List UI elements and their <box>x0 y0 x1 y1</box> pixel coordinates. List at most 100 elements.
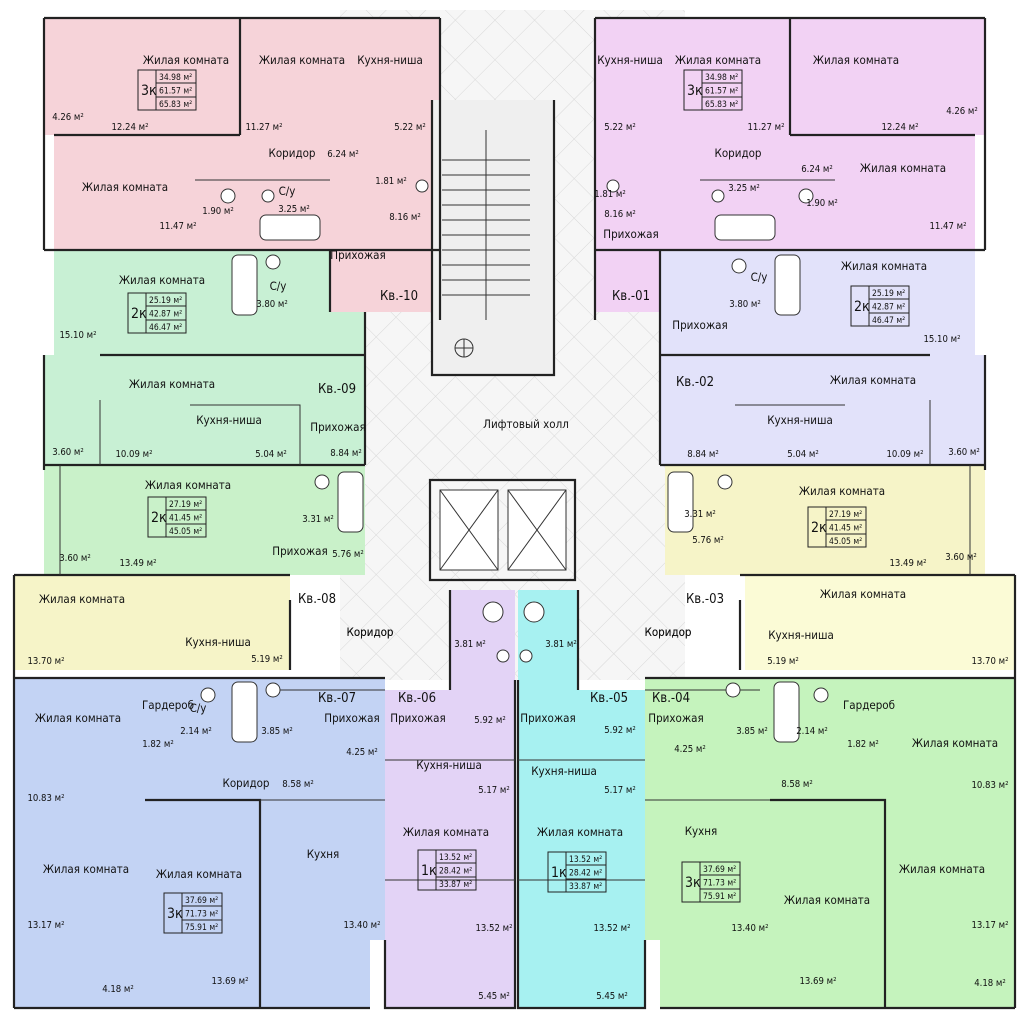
summary-area: 34.98 м² <box>705 73 738 83</box>
zone-kv-09 <box>44 250 365 465</box>
lift-hall-label: Лифтовый холл <box>483 417 569 431</box>
room-label: Кухня <box>307 847 340 861</box>
room-label: Прихожая <box>330 248 385 262</box>
summary-box-lines <box>868 286 909 326</box>
apartment-tag: Кв.-03 <box>686 592 724 607</box>
room-area: 6.24 м² <box>801 164 833 175</box>
room-count: 3к <box>141 83 157 99</box>
room-area: 3.60 м² <box>948 447 980 458</box>
room-count: 3к <box>687 83 703 99</box>
summary-box <box>147 496 207 538</box>
room-label: Жилая комната <box>860 161 946 175</box>
summary-area: 45.05 м² <box>829 537 862 547</box>
summary-area: 25.19 м² <box>149 296 182 306</box>
summary-box <box>163 892 223 934</box>
room-label: Жилая комната <box>43 862 129 876</box>
room-label: С/у <box>279 184 296 198</box>
summary-box-lines <box>565 852 606 892</box>
room-label: Прихожая <box>603 227 658 241</box>
room-area: 3.60 м² <box>59 553 91 564</box>
room-area: 15.10 м² <box>923 334 960 345</box>
room-count: 2к <box>854 299 870 315</box>
room-label: Жилая комната <box>784 893 870 907</box>
zone-kv-06 <box>385 590 515 1008</box>
summary-area: 46.47 м² <box>872 316 905 326</box>
room-area: 4.26 м² <box>946 106 978 117</box>
room-label: Прихожая <box>648 711 703 725</box>
room-area: 5.76 м² <box>692 535 724 546</box>
room-label: Жилая комната <box>841 259 927 273</box>
room-label: Жилая комната <box>675 53 761 67</box>
room-label: Прихожая <box>272 544 327 558</box>
room-label: Прихожая <box>324 711 379 725</box>
room-label: Жилая комната <box>156 867 242 881</box>
zone-kv-03-living <box>745 575 1015 670</box>
room-area: 2.14 м² <box>180 726 212 737</box>
summary-area: 75.91 м² <box>703 892 736 902</box>
room-label: Жилая комната <box>129 377 215 391</box>
room-area: 8.16 м² <box>389 212 421 223</box>
room-count: 2к <box>811 520 827 536</box>
zone-kv-04 <box>645 678 1015 1008</box>
summary-area: 65.83 м² <box>705 100 738 110</box>
room-label: Жилая комната <box>259 53 345 67</box>
room-label: С/у <box>751 270 768 284</box>
room-label: Жилая комната <box>813 53 899 67</box>
room-label: Кухня <box>685 824 718 838</box>
room-area: 10.83 м² <box>971 780 1008 791</box>
summary-box-lines <box>155 70 196 110</box>
zone-kv-02 <box>660 250 985 465</box>
room-area: 12.24 м² <box>111 122 148 133</box>
room-area: 8.16 м² <box>604 209 636 220</box>
room-area: 11.47 м² <box>159 221 196 232</box>
room-area: 13.17 м² <box>971 920 1008 931</box>
room-area: 3.81 м² <box>454 639 486 650</box>
room-label: Жилая комната <box>830 373 916 387</box>
zone-kv-10 <box>44 18 440 312</box>
summary-box <box>127 292 187 334</box>
room-area: 5.19 м² <box>251 654 283 665</box>
room-area: 3.31 м² <box>302 514 334 525</box>
summary-area: 46.47 м² <box>149 323 182 333</box>
summary-area: 37.69 м² <box>703 865 736 875</box>
room-label: Жилая комната <box>537 825 623 839</box>
summary-area: 42.87 м² <box>872 303 905 313</box>
room-area: 8.58 м² <box>781 779 813 790</box>
room-label: Кухня-ниша <box>768 628 834 642</box>
common-labels: Лифтовый холл <box>483 417 569 431</box>
room-area: 1.81 м² <box>375 176 407 187</box>
summary-box <box>681 861 741 903</box>
room-area: 3.85 м² <box>261 726 293 737</box>
summary-box-lines <box>701 70 742 110</box>
summary-box-lines <box>165 497 206 537</box>
room-area: 13.70 м² <box>971 656 1008 667</box>
room-area: 8.84 м² <box>687 449 719 460</box>
apartment-tag: Кв.-04 <box>652 691 690 706</box>
room-area: 5.22 м² <box>394 122 426 133</box>
apartment-tag: Кв.-10 <box>380 289 418 304</box>
room-area: 2.14 м² <box>796 726 828 737</box>
summary-box-lines <box>181 893 222 933</box>
apartment-tag: Кв.-06 <box>398 691 436 706</box>
room-area: 11.27 м² <box>747 122 784 133</box>
room-area: 3.81 м² <box>545 639 577 650</box>
summary-box-lines <box>825 507 866 547</box>
zone-kv-01 <box>595 18 985 312</box>
room-area: 11.47 м² <box>929 221 966 232</box>
apartment-tag: Кв.-02 <box>676 375 714 390</box>
corridor-label: Коридор <box>644 625 691 639</box>
room-count: 1к <box>551 865 567 881</box>
apartment-tag: Кв.-09 <box>318 382 356 397</box>
room-label: Коридор <box>268 146 315 160</box>
room-count: 2к <box>131 306 147 322</box>
room-area: 13.52 м² <box>593 923 630 934</box>
stairwell <box>432 100 554 375</box>
room-area: 13.40 м² <box>343 920 380 931</box>
summary-area: 27.19 м² <box>169 500 202 510</box>
summary-area: 33.87 м² <box>569 882 602 892</box>
summary-area: 13.52 м² <box>439 853 472 863</box>
summary-area: 41.45 м² <box>829 524 862 534</box>
apartment-tag: Кв.-01 <box>612 289 650 304</box>
room-area: 12.24 м² <box>881 122 918 133</box>
